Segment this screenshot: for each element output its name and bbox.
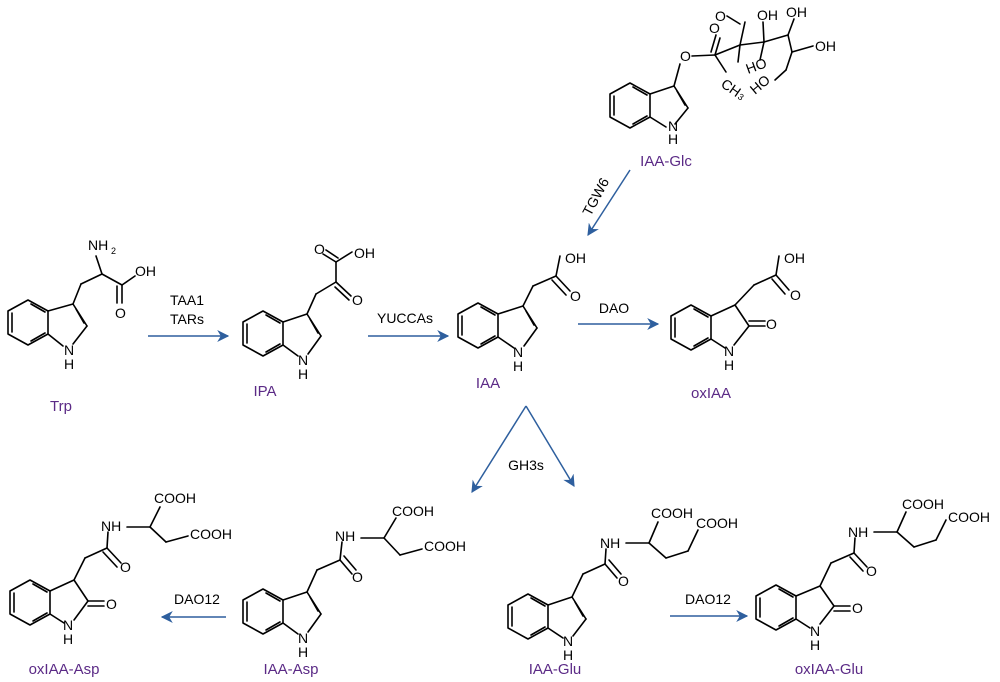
oxglu-cooh2-label: COOH (948, 509, 990, 525)
ipa-n-label: N (298, 352, 308, 368)
oxglu-nh-label: NH (848, 524, 868, 540)
oxglu-cooh1-label: COOH (902, 496, 944, 512)
glc-oh1-label: OH (757, 7, 778, 23)
enzyme-yuccas: YUCCAs (377, 310, 433, 326)
oxasp-o-ketone-label: O (106, 596, 117, 612)
asp-n-label: N (298, 630, 308, 646)
structure-oxiaa-asp: N H O O NH COOH COOH (9, 490, 232, 647)
structure-oxiaa-glu: N H O O NH COOH COOH (755, 496, 990, 653)
name-iaa-asp: IAA-Asp (263, 661, 318, 678)
oxasp-cooh2-label: COOH (190, 526, 232, 542)
structure-iaa-asp: N H NH O COOH COOH (242, 503, 466, 660)
structure-iaa-glu: N H NH O COOH COOH (507, 505, 738, 663)
ipa-oh-label: OH (354, 245, 375, 261)
structure-iaa-glc: N H O O CH 3 O OH HO OH OH HO (609, 4, 836, 147)
oxiaa-n-label: N (724, 343, 734, 359)
asp-cooh1-label: COOH (392, 503, 434, 519)
arrow-gh3-to-iaaglu (525, 405, 575, 488)
name-trp: Trp (50, 398, 72, 415)
trp-nh2-sub: 2 (111, 246, 116, 256)
oxiaa-h-label: H (724, 357, 734, 373)
enzyme-dao12-asp: DAO12 (174, 591, 220, 607)
glc-o-ester-label: O (680, 48, 691, 64)
glc-o-keto-label: O (715, 8, 726, 24)
asp-cooh2-label: COOH (424, 538, 466, 554)
oxglu-h-label: H (810, 637, 820, 653)
enzyme-tgw6: TGW6 (579, 175, 612, 218)
name-iaa-glu: IAA-Glu (529, 661, 582, 678)
enzyme-dao: DAO (599, 300, 629, 316)
asp-h-label: H (298, 644, 308, 660)
arrow-iaaglc-to-iaa (587, 169, 631, 237)
name-iaa: IAA (476, 375, 500, 392)
enzyme-dao12-glu: DAO12 (685, 591, 731, 607)
glu-o-label: O (618, 573, 629, 589)
oxiaa-o-ketone-label: O (766, 316, 777, 332)
glc-oh3-label: OH (815, 38, 836, 54)
name-oxiaa-glu: oxIAA-Glu (795, 661, 863, 678)
trp-nh-label: N (64, 342, 74, 358)
trp-o-label: O (115, 305, 126, 321)
oxasp-h-label: H (63, 631, 73, 647)
glc-oh2-label: OH (786, 4, 807, 20)
name-iaa-glc: IAA-Glc (640, 153, 692, 170)
glu-cooh1-label: COOH (651, 505, 693, 521)
iaa-o-label: O (570, 288, 581, 304)
glu-h-label: H (563, 647, 573, 663)
oxglu-o-label: O (866, 563, 877, 579)
enzyme-taa1: TAA1 (170, 292, 204, 308)
structure-oxiaa: N H O OH O (670, 250, 805, 373)
glu-n-label: N (563, 633, 573, 649)
glc-ch3-sub: 3 (736, 91, 746, 102)
oxasp-cooh1-label: COOH (154, 490, 196, 506)
name-oxiaa: oxIAA (691, 385, 731, 402)
structure-iaa: N H OH O (457, 250, 586, 374)
glu-cooh2-label: COOH (696, 515, 738, 531)
trp-oh-label: OH (135, 263, 156, 279)
glc-o-ester2-label: O (709, 20, 720, 36)
oxglu-n-label: N (810, 623, 820, 639)
enzyme-tars: TARs (170, 311, 204, 327)
oxasp-o-label: O (120, 559, 131, 575)
glu-nh-label: NH (600, 535, 620, 551)
glc-h-label: H (668, 131, 678, 147)
iaa-h-label: H (513, 358, 523, 374)
iaa-oh-label: OH (565, 250, 586, 266)
name-ipa: IPA (253, 383, 276, 400)
trp-h-label: H (64, 356, 74, 372)
molecule-names: Trp IPA IAA oxIAA IAA-Glc oxIAA-Asp IAA-… (29, 153, 864, 678)
oxasp-nh-label: NH (101, 518, 121, 534)
oxglu-o-ketone-label: O (852, 600, 863, 616)
glc-ho1-label: HO (744, 55, 769, 77)
glc-n-label: N (668, 118, 678, 134)
trp-nh2-label: NH (88, 237, 108, 253)
oxiaa-o-label: O (790, 287, 801, 303)
reaction-arrows (148, 169, 749, 623)
structure-ipa: N H O O OH (242, 241, 375, 382)
ipa-o-ketone-label: O (352, 292, 363, 308)
ipa-h-label: H (298, 366, 308, 382)
asp-nh-label: NH (335, 528, 355, 544)
ipa-o-acid-label: O (314, 241, 325, 257)
enzyme-gh3s: GH3s (508, 457, 544, 473)
asp-o-label: O (352, 569, 363, 585)
structure-trp: N H NH 2 OH O (7, 237, 156, 372)
name-oxiaa-asp: oxIAA-Asp (29, 661, 100, 678)
oxasp-n-label: N (63, 617, 73, 633)
iaa-n-label: N (513, 344, 523, 360)
arrow-gh3-to-iaaasp (471, 405, 527, 494)
oxiaa-oh-label: OH (784, 250, 805, 266)
